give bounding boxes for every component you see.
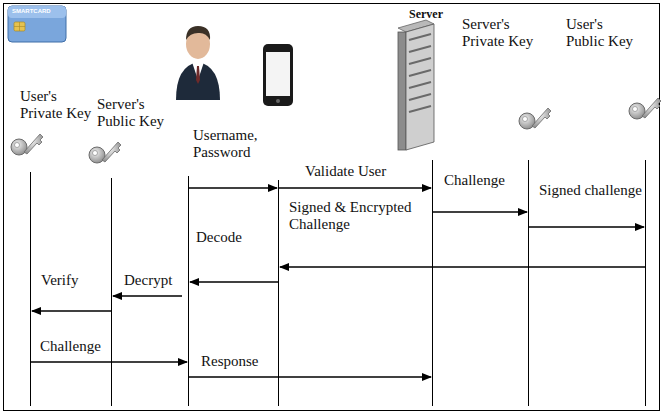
message-label: Response (201, 353, 259, 370)
card-text: SMARTCARD (12, 8, 51, 15)
step-label: Verify (41, 272, 79, 289)
user-icon (176, 26, 220, 100)
message-label: Challenge (40, 338, 101, 355)
server-icon (398, 20, 434, 150)
message-label: Validate User (305, 163, 386, 180)
step-label: Decrypt (124, 272, 172, 289)
message-label: Challenge (444, 172, 505, 189)
server-title: Server (409, 8, 443, 21)
step-label: Decode (196, 229, 242, 246)
lifeline (31, 160, 646, 406)
message-label: Signed challenge (539, 182, 642, 199)
smartcard-icon (8, 6, 66, 42)
phone-icon (263, 44, 293, 106)
key-title: Server's Private Key (462, 16, 544, 50)
key-title: Server's Public Key (97, 96, 175, 130)
message-label: Username, Password (193, 127, 271, 161)
message-label: Signed & Encrypted Challenge (289, 199, 429, 233)
key-title: User's Private Key (20, 88, 102, 122)
key-title: User's Public Key (566, 16, 644, 50)
message-arrow (31, 188, 645, 377)
